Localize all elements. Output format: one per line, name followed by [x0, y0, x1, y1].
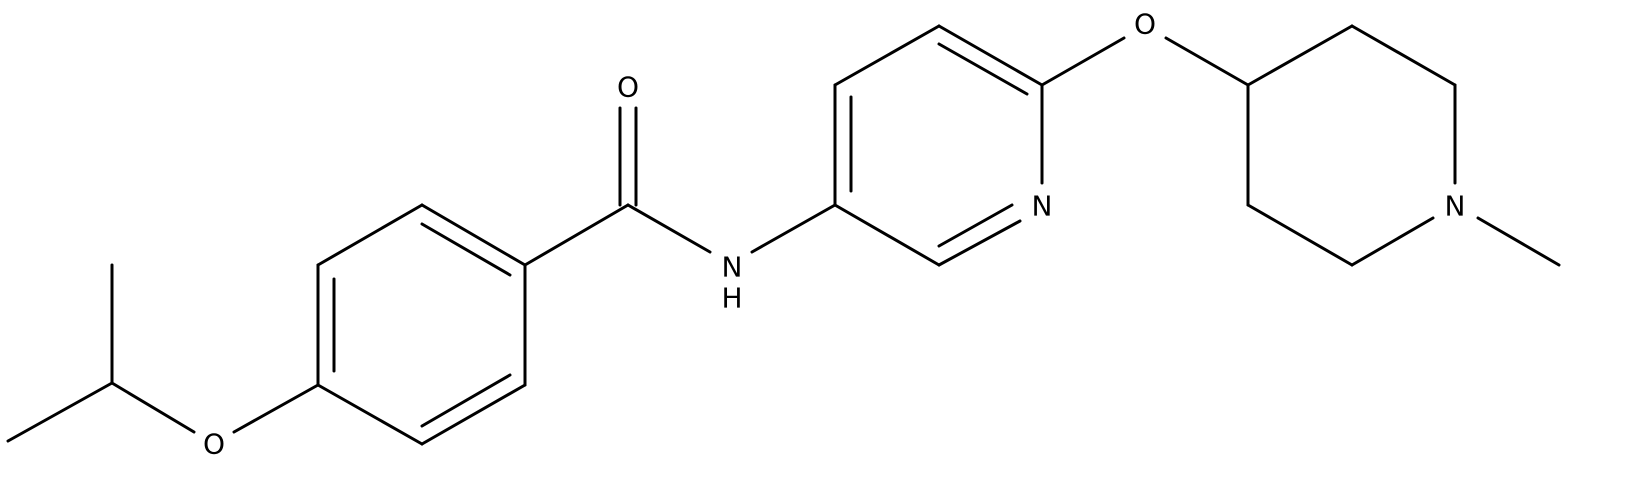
n-methyl-group: [1476, 216, 1561, 267]
pyridyl-ether-oxygen-label: O: [1134, 8, 1156, 41]
piperidine-nitrogen-label: N: [1445, 190, 1466, 223]
pyridine-nitrogen-label: N: [1032, 190, 1053, 223]
pyridine-ring: [833, 24, 1044, 267]
ether-linkage: [1040, 36, 1250, 87]
benzene-ring: [316, 203, 527, 446]
isopropyl-group: [6, 263, 320, 443]
amide-hydrogen-label: H: [721, 282, 742, 315]
carbonyl-oxygen-label: O: [617, 71, 639, 104]
amide-group: [523, 106, 837, 267]
piperidine-ring: [1246, 24, 1457, 267]
amide-nitrogen-label: N: [722, 251, 743, 284]
isopropyl-ether-oxygen-label: O: [203, 428, 225, 461]
